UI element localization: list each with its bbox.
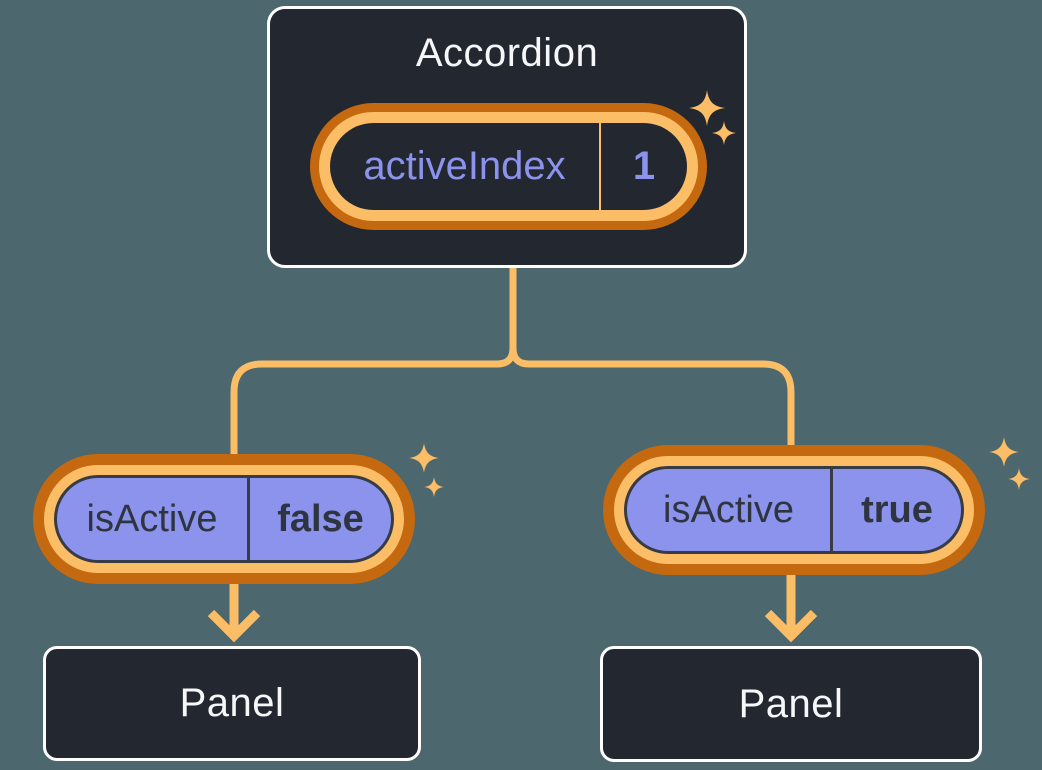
connector-branch-right [509, 347, 795, 449]
prop-pill-divider [830, 469, 833, 551]
panel-box-right: Panel [600, 646, 982, 762]
accordion-component-box: Accordion activeIndex 1 [267, 6, 747, 268]
state-name: activeIndex [363, 144, 566, 188]
state-pill-inner-ring: activeIndex 1 [319, 112, 698, 221]
arrow-down-left-icon [207, 582, 261, 643]
prop-pill-left: isActive false [33, 454, 415, 584]
prop-value: true [861, 488, 933, 531]
prop-pill-core: isActive false [54, 475, 394, 563]
sparkles-icon-right-pill [989, 437, 1030, 490]
prop-pill-right: isActive true [603, 445, 985, 575]
prop-pill-core: isActive true [624, 466, 964, 554]
panel-box-left: Panel [43, 646, 421, 761]
prop-name: isActive [86, 497, 218, 540]
state-pill-divider [599, 123, 601, 210]
accordion-title: Accordion [415, 31, 599, 75]
state-pill: activeIndex 1 [310, 103, 707, 230]
prop-value: false [277, 497, 364, 540]
prop-pill-inner-ring: isActive false [44, 465, 404, 573]
arrow-down-right-icon [764, 575, 818, 643]
prop-name: isActive [663, 488, 794, 531]
prop-pill-inner-ring: isActive true [614, 456, 974, 564]
prop-pill-outer-ring: isActive false [33, 454, 415, 584]
prop-pill-outer-ring: isActive true [603, 445, 985, 575]
state-pill-outer-ring: activeIndex 1 [310, 103, 707, 230]
state-value: 1 [632, 144, 656, 188]
prop-pill-divider [247, 478, 250, 560]
state-pill-core: activeIndex 1 [330, 123, 687, 210]
connector-branch-left [230, 267, 517, 458]
